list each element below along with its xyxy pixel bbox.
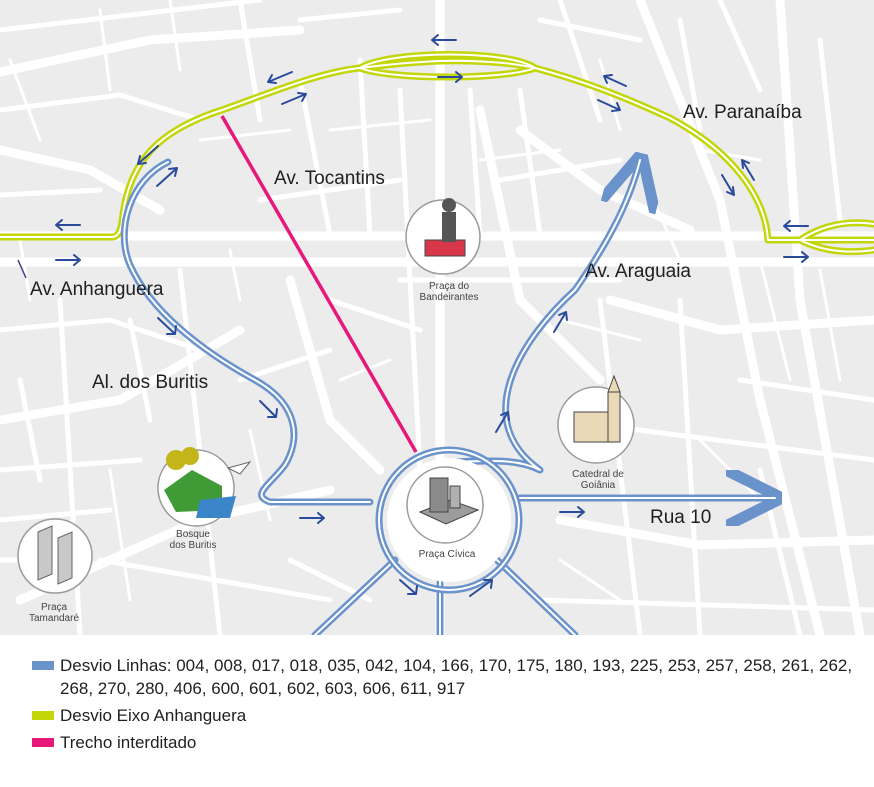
arrow-left-icon bbox=[137, 145, 159, 165]
arrow-right-icon bbox=[469, 579, 493, 597]
arrow-right-icon bbox=[299, 512, 325, 524]
map-svg: Praça do Bandeirantes Catedral de Goiâni… bbox=[0, 0, 874, 635]
legend-swatch-green bbox=[32, 711, 54, 720]
legend-item-closed: Trecho interditado bbox=[32, 731, 862, 754]
arrow-down-icon bbox=[399, 579, 418, 595]
building-icon bbox=[37, 525, 53, 581]
monument-base-icon bbox=[424, 239, 466, 257]
landmark-praca-tamandare: Praça Tamandaré bbox=[17, 518, 93, 624]
svg-text:Praça do: Praça do bbox=[429, 281, 469, 292]
arrow-down-icon bbox=[721, 174, 735, 196]
label-rua-10: Rua 10 bbox=[650, 507, 711, 528]
legend-swatch-blue bbox=[32, 661, 54, 670]
svg-text:Praça: Praça bbox=[41, 602, 68, 613]
legend-label: Trecho interditado bbox=[60, 733, 197, 752]
label-av-anhanguera: Av. Anhanguera bbox=[30, 279, 164, 300]
arrow-right-icon bbox=[281, 92, 307, 105]
legend: Desvio Linhas: 004, 008, 017, 018, 035, … bbox=[32, 654, 862, 758]
label-pointer bbox=[17, 259, 27, 279]
label-av-paranaiba: Av. Paranaíba bbox=[683, 102, 802, 123]
arrow-left-icon bbox=[783, 220, 809, 232]
svg-text:Bosque: Bosque bbox=[176, 529, 210, 540]
arrow-right-icon bbox=[559, 506, 585, 518]
landmark-praca-civica: Praça Cívica bbox=[406, 466, 484, 560]
label-al-buritis: Al. dos Buritis bbox=[92, 372, 208, 393]
svg-text:Tamandaré: Tamandaré bbox=[29, 613, 79, 624]
svg-text:dos Buritis: dos Buritis bbox=[170, 540, 217, 551]
legend-label: Desvio Eixo Anhanguera bbox=[60, 706, 247, 725]
statue-icon bbox=[442, 212, 456, 242]
svg-text:Praça Cívica: Praça Cívica bbox=[419, 549, 476, 560]
label-av-araguaia: Av. Araguaia bbox=[585, 261, 691, 282]
legend-swatch-pink bbox=[32, 738, 54, 747]
arrow-left-icon bbox=[267, 71, 293, 84]
arrow-right-icon bbox=[437, 71, 463, 83]
arrow-right-icon bbox=[55, 254, 81, 266]
legend-item-detour-lines: Desvio Linhas: 004, 008, 017, 018, 035, … bbox=[32, 654, 862, 700]
map-canvas: Praça do Bandeirantes Catedral de Goiâni… bbox=[0, 0, 874, 635]
arrow-down-icon bbox=[157, 317, 177, 335]
bird-icon bbox=[226, 461, 252, 475]
arrow-right-icon bbox=[156, 167, 178, 187]
arrow-left-icon bbox=[431, 34, 457, 46]
arrow-right-icon bbox=[783, 251, 809, 263]
arrow-left-icon bbox=[55, 219, 81, 231]
svg-text:Bandeirantes: Bandeirantes bbox=[420, 292, 479, 303]
arrow-right-icon bbox=[597, 99, 621, 112]
legend-label: Desvio Linhas: 004, 008, 017, 018, 035, … bbox=[60, 656, 853, 698]
route-closed-section bbox=[220, 115, 418, 453]
route-detour-axis bbox=[0, 51, 874, 256]
landmark-praca-bandeirantes: Praça do Bandeirantes bbox=[405, 198, 481, 303]
svg-text:Goiânia: Goiânia bbox=[581, 480, 616, 491]
church-icon bbox=[573, 411, 609, 443]
landmark-catedral: Catedral de Goiânia bbox=[557, 374, 635, 491]
arrow-down-icon bbox=[259, 400, 278, 418]
water-icon bbox=[196, 496, 236, 518]
landmark-bosque: Bosque dos Buritis bbox=[157, 447, 252, 551]
direction-arrows bbox=[55, 34, 809, 597]
arrow-left-icon bbox=[603, 74, 627, 87]
legend-item-detour-axis: Desvio Eixo Anhanguera bbox=[32, 704, 862, 727]
arrow-up-icon bbox=[553, 311, 568, 333]
arrow-up-icon bbox=[495, 411, 510, 433]
svg-text:Catedral de: Catedral de bbox=[572, 469, 624, 480]
label-av-tocantins: Av. Tocantins bbox=[274, 168, 385, 189]
arrow-up-icon bbox=[741, 159, 755, 181]
